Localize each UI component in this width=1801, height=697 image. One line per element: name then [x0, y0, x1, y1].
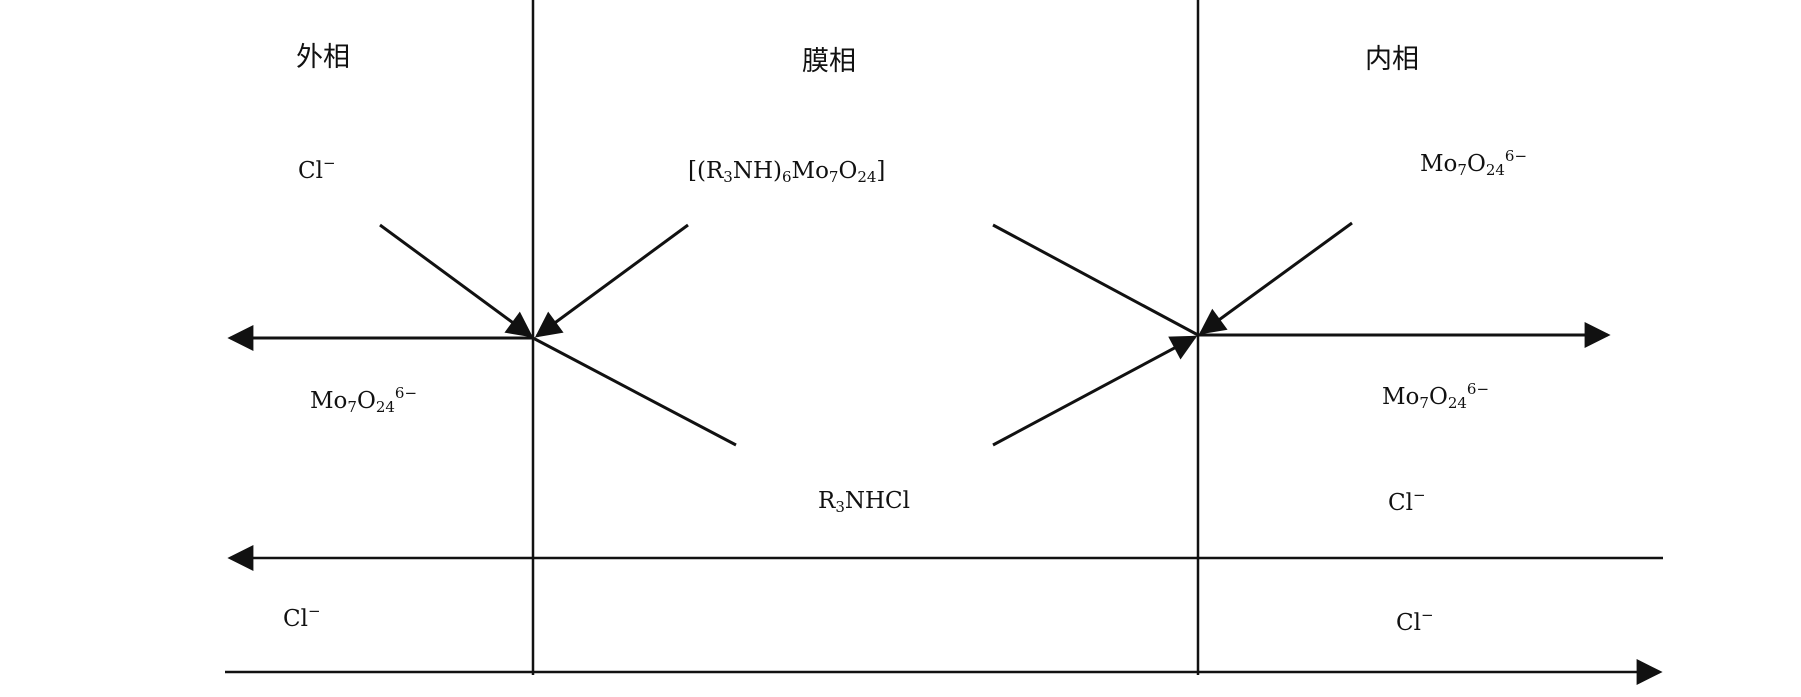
outer-chloride-bottom: Cl− — [283, 602, 321, 632]
outer-molybdate: Mo7O246− — [310, 384, 418, 416]
inner-chloride-lower: Cl− — [1388, 486, 1426, 516]
outer-chloride-arrow — [379, 223, 534, 338]
inner-chloride-bottom: Cl− — [1396, 606, 1434, 636]
outer-chloride-top: Cl− — [298, 154, 336, 184]
carrier-to-inner-arrow — [992, 335, 1198, 447]
membrane-carrier: R3NHCl — [818, 488, 911, 516]
outer-phase-header: 外相 — [296, 42, 350, 73]
inner-molybdate-top: Mo7O246− — [1420, 147, 1528, 179]
left-carrier-line — [532, 336, 737, 447]
inner-molybdate-middle: Mo7O246− — [1382, 380, 1490, 412]
inner-molybdate-arrow — [1198, 221, 1353, 335]
complex-to-outer-arrow — [534, 223, 689, 338]
membrane-complex: [(R3NH)6Mo7O24] — [688, 158, 886, 186]
complex-to-inner-line — [992, 223, 1199, 337]
inner-phase-header: 内相 — [1365, 44, 1419, 75]
membrane-phase-header: 膜相 — [802, 46, 856, 77]
